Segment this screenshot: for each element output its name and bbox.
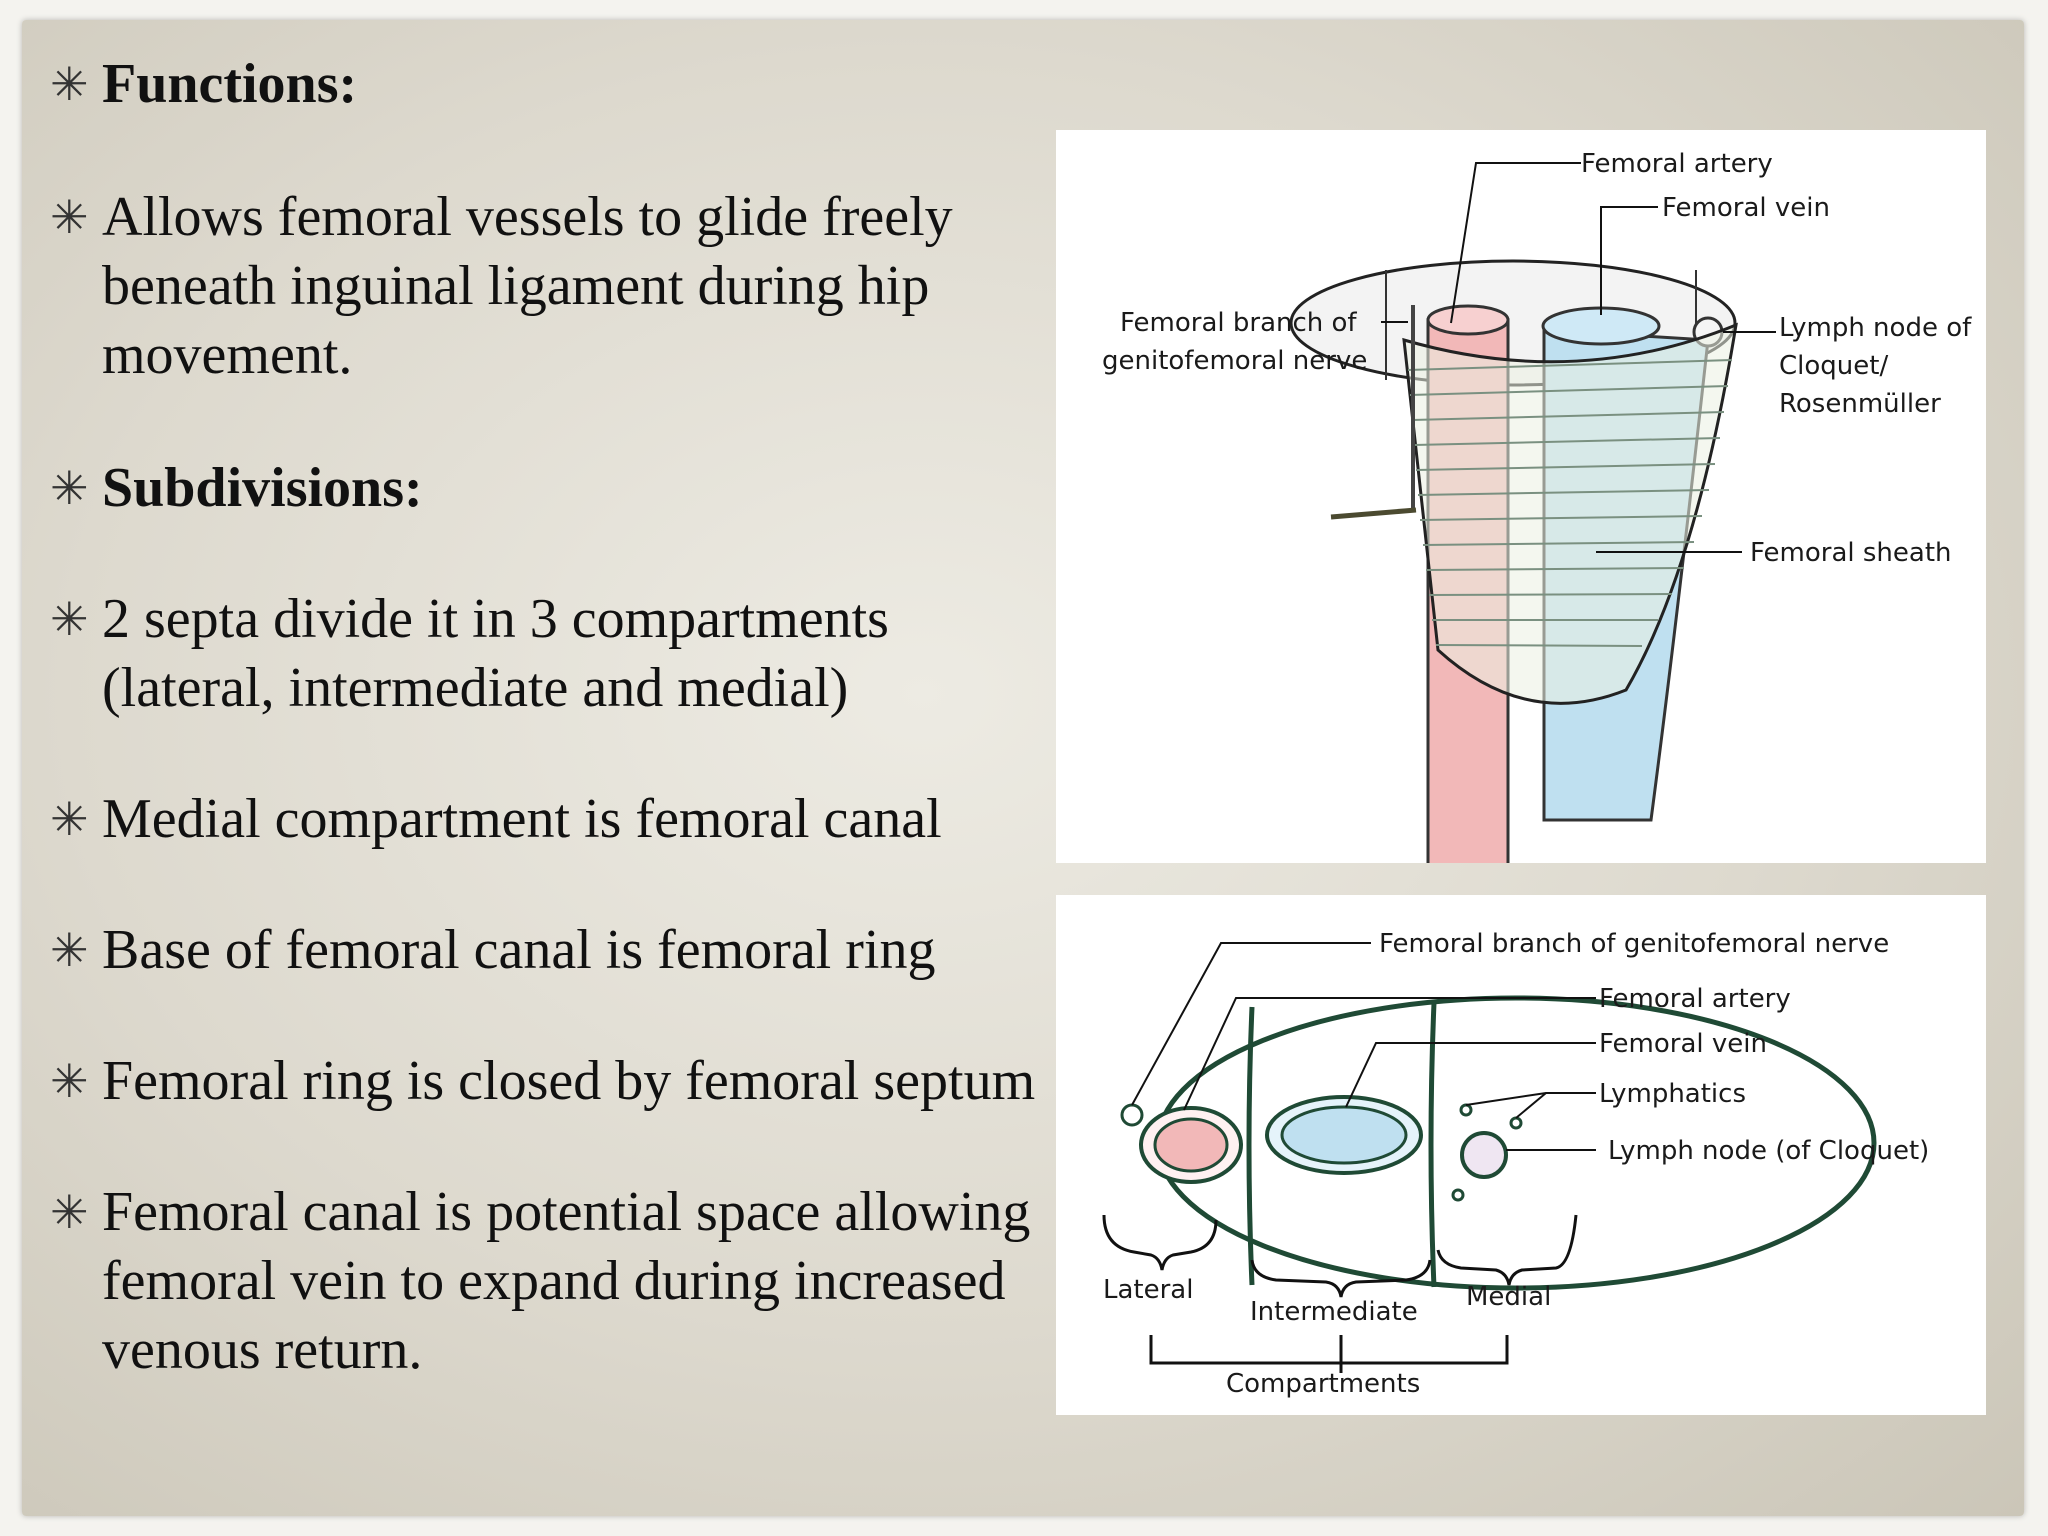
label-artery: Femoral artery (1599, 984, 1791, 1014)
bullet-text: Medial compartment is femoral canal (102, 788, 942, 850)
label-femoral-sheath: Femoral sheath (1750, 538, 1952, 568)
compartments-drawing: Femoral branch of genitofemoral nerve Fe… (1102, 929, 1929, 1399)
bullet-star-icon: ✳ (50, 592, 89, 646)
label-compartments: Compartments (1226, 1369, 1420, 1399)
bullet-text: Femoral ring is closed by femoral septum (102, 1050, 1036, 1112)
lymphatics-leader-2 (1515, 1092, 1547, 1119)
bullet-subdivisions-heading: ✳ Subdivisions: (50, 454, 1060, 523)
lymph-node-circle (1460, 1131, 1508, 1179)
vein-lumen (1280, 1105, 1408, 1165)
label-lateral: Lateral (1103, 1275, 1193, 1305)
bullet-star-icon: ✳ (50, 461, 89, 515)
sheath-front (1402, 322, 1738, 705)
label-nerve-line2: genitofemoral nerve (1102, 346, 1367, 376)
bullet-star-icon: ✳ (50, 923, 89, 977)
artery-lumen (1153, 1117, 1229, 1173)
bullet-potential-space: ✳ Femoral canal is potential space allow… (50, 1178, 1060, 1385)
artery-leader (1450, 162, 1581, 324)
compartments-figure: Femoral branch of genitofemoral nerve Fe… (1056, 895, 1986, 1415)
femoral-artery-opening (1426, 304, 1510, 336)
bullet-text: Femoral canal is potential space allowin… (102, 1181, 1031, 1381)
bullet-star-icon: ✳ (50, 792, 89, 846)
label-femoral-artery: Femoral artery (1581, 149, 1773, 179)
bullet-star-icon: ✳ (50, 57, 89, 111)
bullet-septa: ✳ 2 septa divide it in 3 compartments (l… (50, 585, 1060, 723)
lymphatic-dot (1451, 1188, 1465, 1202)
label-lymph-node: Lymph node (of Cloquet) (1608, 1136, 1929, 1166)
bullet-list: ✳ Functions: ✳ Allows femoral vessels to… (50, 50, 1060, 1385)
lymphatic-dot (1459, 1103, 1473, 1117)
femoral-sheath-drawing: Femoral artery Femoral vein Femoral bran… (1102, 149, 1972, 863)
bullet-text: Functions: (102, 53, 358, 115)
bullet-text: Subdivisions: (102, 457, 423, 519)
vein-leader (1345, 1042, 1596, 1108)
label-nerve: Femoral branch of genitofemoral nerve (1379, 929, 1889, 959)
bullet-femoral-septum: ✳ Femoral ring is closed by femoral sept… (50, 1047, 1060, 1116)
label-lymphatics: Lymphatics (1599, 1079, 1746, 1109)
bullet-star-icon: ✳ (50, 190, 89, 244)
bullet-femoral-ring: ✳ Base of femoral canal is femoral ring (50, 916, 1060, 985)
medial-septum (1428, 1002, 1437, 1288)
nerve-leader (1131, 942, 1371, 1106)
bullet-star-icon: ✳ (50, 1185, 89, 1239)
lateral-septum (1246, 1006, 1255, 1286)
medial-brace (1436, 1214, 1578, 1286)
bullet-functions-text: ✳ Allows femoral vessels to glide freely… (50, 183, 1060, 390)
artery-leader (1183, 997, 1596, 1111)
label-femoral-vein: Femoral vein (1662, 193, 1830, 223)
bullet-medial-compartment: ✳ Medial compartment is femoral canal (50, 785, 1060, 854)
bullet-text: Allows femoral vessels to glide freely b… (102, 186, 953, 386)
label-intermediate: Intermediate (1250, 1297, 1418, 1327)
bullet-text: 2 septa divide it in 3 compartments (lat… (102, 588, 889, 719)
bullet-text: Base of femoral canal is femoral ring (102, 919, 936, 981)
label-lymph-line3: Rosenmüller (1779, 389, 1941, 419)
nerve-branch (1330, 507, 1417, 520)
sheath-fibers (1407, 359, 1733, 647)
bullet-functions-heading: ✳ Functions: (50, 50, 1060, 119)
label-lymph-line1: Lymph node of (1779, 313, 1972, 343)
vein-leader (1600, 206, 1658, 315)
femoral-sheath-figure: Femoral artery Femoral vein Femoral bran… (1056, 130, 1986, 863)
lateral-brace (1102, 1214, 1218, 1271)
compartments-bracket (1149, 1335, 1509, 1365)
nerve-dot (1120, 1103, 1144, 1127)
intermediate-brace (1250, 1259, 1432, 1298)
label-lymph-line2: Cloquet/ (1779, 351, 1888, 381)
label-vein: Femoral vein (1599, 1029, 1767, 1059)
bullet-star-icon: ✳ (50, 1054, 89, 1108)
label-medial: Medial (1466, 1282, 1551, 1312)
lymphatic-dot (1509, 1116, 1523, 1130)
label-nerve-line1: Femoral branch of (1120, 308, 1357, 338)
